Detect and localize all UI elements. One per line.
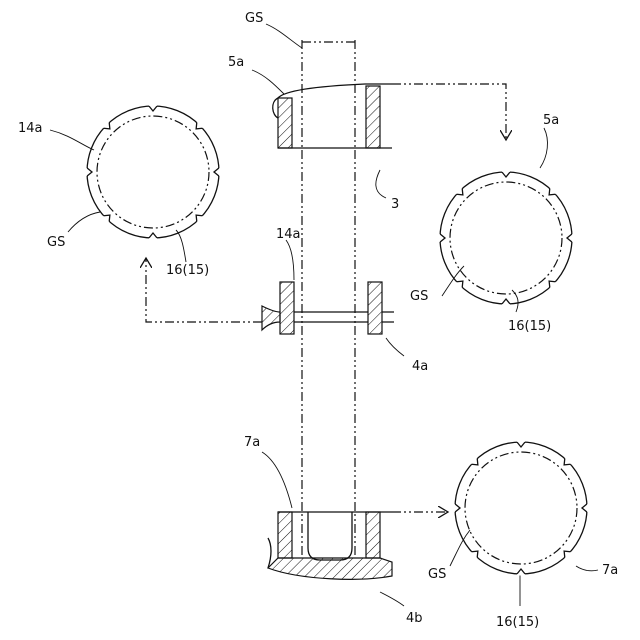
notch-right-bottom-gap	[565, 552, 571, 558]
notch-right-top-gap	[457, 189, 463, 195]
notch-right-bottom-gap	[472, 552, 478, 558]
label-gs-right: GS	[410, 289, 428, 304]
notch-right-top-gap	[550, 189, 556, 195]
notch-right-top-gap	[550, 282, 556, 288]
label-5a-top: 5a	[228, 55, 244, 70]
label-7a-right: 7a	[602, 563, 618, 578]
label-14a-mid: 14a	[276, 227, 301, 242]
label-16-bottom: 16(15)	[496, 615, 539, 630]
notch-left-gap	[104, 216, 110, 222]
label-4b: 4b	[406, 611, 423, 626]
notch-right-top-gap	[457, 282, 463, 288]
label-gs-top: GS	[245, 11, 263, 26]
middle-member-4a	[262, 282, 394, 334]
label-4a: 4a	[412, 359, 428, 374]
gripping-shaft	[296, 40, 362, 558]
notch-left-gap	[104, 123, 110, 129]
notch-right-bottom-gap	[565, 459, 571, 465]
notch-left-gap	[197, 123, 203, 129]
label-16-left: 16(15)	[166, 263, 209, 278]
leader-lines	[50, 24, 598, 606]
label-gs-left: GS	[47, 235, 65, 250]
label-gs-bottom: GS	[428, 567, 446, 582]
label-5a-right: 5a	[543, 113, 559, 128]
bottom-member-4b	[268, 512, 392, 579]
notch-right-bottom-gap	[472, 459, 478, 465]
top-member-3	[273, 84, 392, 148]
label-16-right: 16(15)	[508, 319, 551, 334]
notch-left-gap	[197, 216, 203, 222]
label-3: 3	[391, 197, 399, 212]
label-14a-left: 14a	[18, 121, 43, 136]
label-7a-mid: 7a	[244, 435, 260, 450]
